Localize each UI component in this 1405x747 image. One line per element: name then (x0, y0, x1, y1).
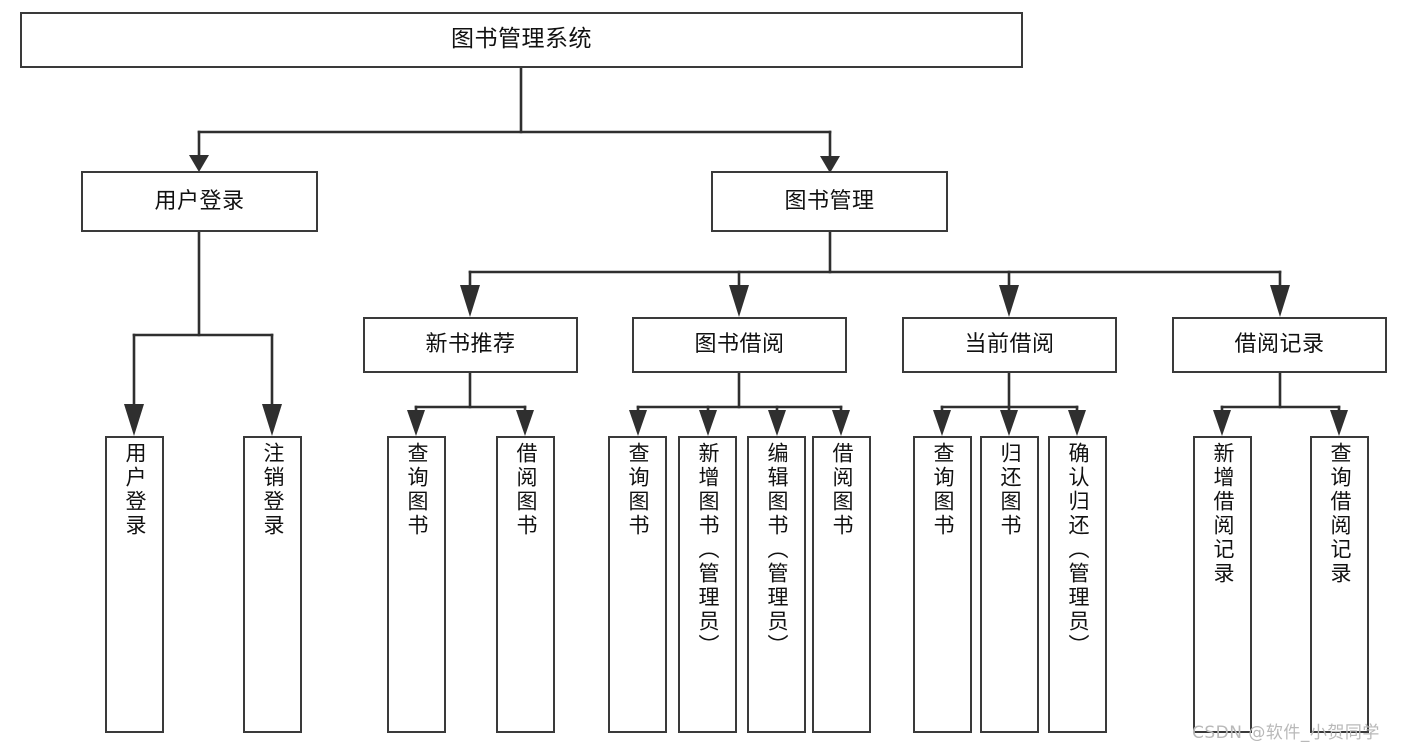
node-label: 用户登录 (154, 188, 245, 214)
node-label: 新增图书（管理员） (696, 442, 720, 658)
node-leaf-borrow-book-recommend[interactable]: 借阅图书 (496, 436, 555, 733)
node-user-login[interactable]: 用户登录 (81, 171, 318, 232)
node-leaf-confirm-return-admin[interactable]: 确认归还（管理员） (1048, 436, 1107, 733)
node-label: 查询图书 (405, 442, 429, 538)
node-leaf-query-book-current[interactable]: 查询图书 (913, 436, 972, 733)
node-label: 新书推荐 (425, 332, 516, 358)
node-label: 归还图书 (998, 442, 1022, 538)
node-label: 用户登录 (123, 442, 147, 538)
node-leaf-logout[interactable]: 注销登录 (243, 436, 302, 733)
node-label: 当前借阅 (964, 332, 1055, 358)
node-label: 查询图书 (626, 442, 650, 538)
node-label: 图书管理系统 (451, 26, 592, 53)
node-new-book-recommend[interactable]: 新书推荐 (363, 317, 578, 373)
node-book-management[interactable]: 图书管理 (711, 171, 948, 232)
node-leaf-borrow-book[interactable]: 借阅图书 (812, 436, 871, 733)
node-label: 查询图书 (931, 442, 955, 538)
node-root-book-management-system[interactable]: 图书管理系统 (20, 12, 1023, 68)
node-label: 借阅图书 (514, 442, 538, 538)
node-leaf-query-borrow-record[interactable]: 查询借阅记录 (1310, 436, 1369, 733)
node-current-borrow[interactable]: 当前借阅 (902, 317, 1117, 373)
node-label: 图书管理 (784, 188, 875, 214)
node-borrow-record[interactable]: 借阅记录 (1172, 317, 1387, 373)
node-label: 确认归还（管理员） (1066, 442, 1090, 658)
node-leaf-add-book-admin[interactable]: 新增图书（管理员） (678, 436, 737, 733)
node-label: 编辑图书（管理员） (765, 442, 789, 658)
node-label: 借阅记录 (1234, 332, 1325, 358)
node-leaf-edit-book-admin[interactable]: 编辑图书（管理员） (747, 436, 806, 733)
node-leaf-query-book[interactable]: 查询图书 (608, 436, 667, 733)
node-label: 查询借阅记录 (1328, 442, 1352, 586)
node-label: 新增借阅记录 (1211, 442, 1235, 586)
node-label: 注销登录 (261, 442, 285, 538)
watermark-csdn: CSDN @软件_小贺同学 (1192, 723, 1380, 743)
node-label: 借阅图书 (830, 442, 854, 538)
node-leaf-add-borrow-record[interactable]: 新增借阅记录 (1193, 436, 1252, 733)
node-leaf-return-book[interactable]: 归还图书 (980, 436, 1039, 733)
node-leaf-user-login[interactable]: 用户登录 (105, 436, 164, 733)
node-book-borrow[interactable]: 图书借阅 (632, 317, 847, 373)
node-leaf-query-book-recommend[interactable]: 查询图书 (387, 436, 446, 733)
node-label: 图书借阅 (694, 332, 785, 358)
